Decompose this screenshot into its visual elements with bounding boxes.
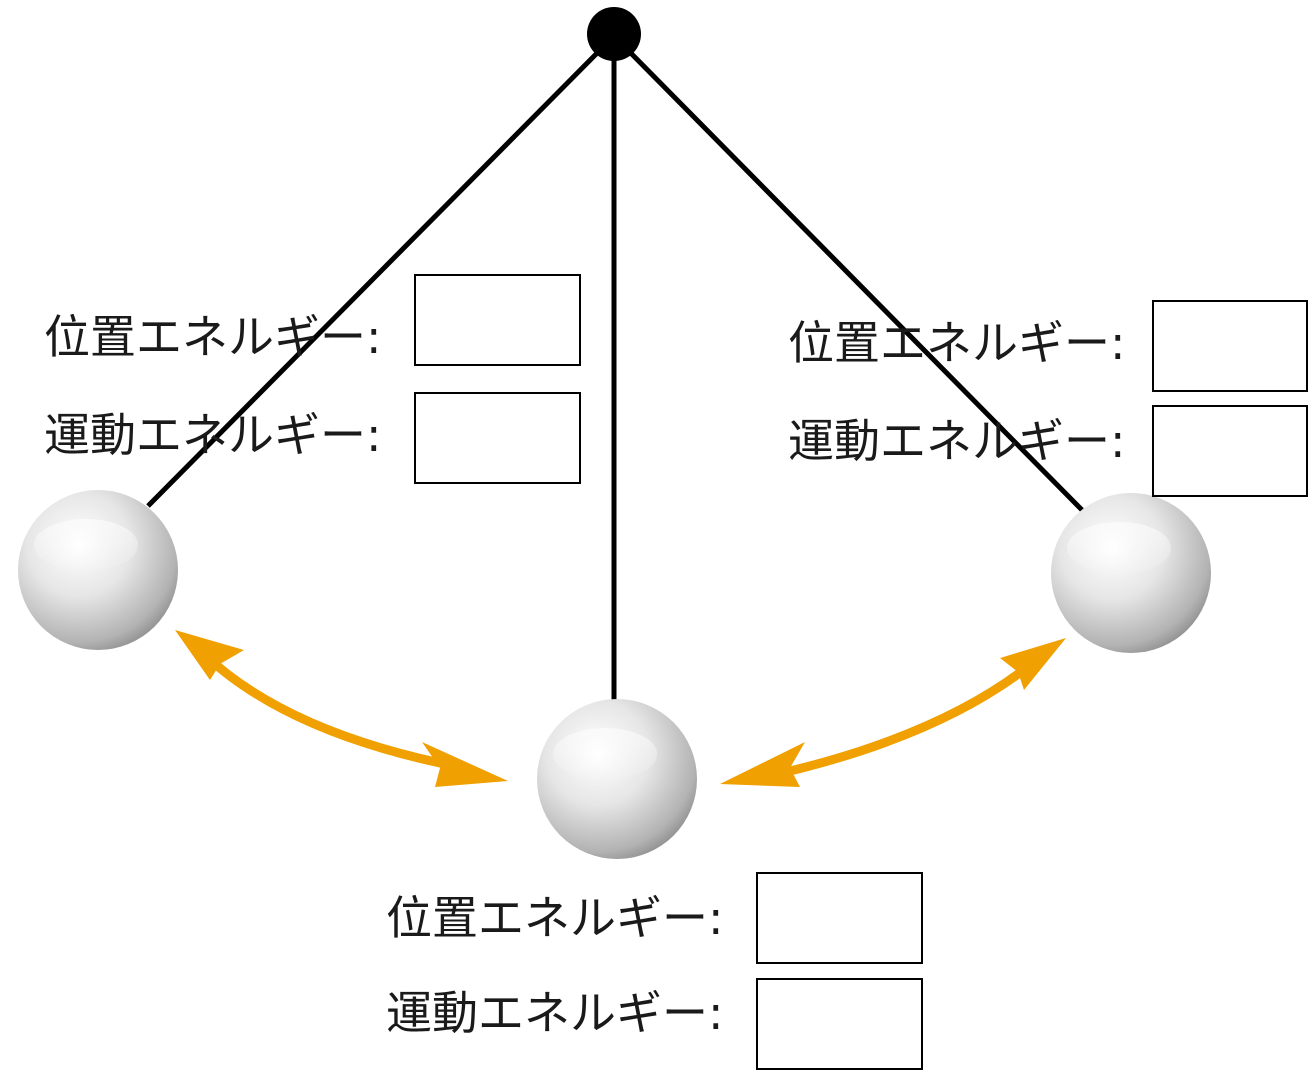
potential-energy-label-right: 位置エネルギー: — [788, 316, 1126, 370]
pendulum-ball-bottom — [537, 699, 697, 859]
potential-energy-box-right[interactable] — [1152, 300, 1308, 392]
string-right — [612, 34, 1084, 512]
kinetic-energy-label-bottom: 運動エネルギー: — [386, 986, 724, 1040]
kinetic-energy-label-left: 運動エネルギー: — [44, 408, 382, 462]
potential-energy-box-bottom[interactable] — [756, 872, 923, 964]
potential-energy-label-bottom: 位置エネルギー: — [386, 891, 724, 945]
kinetic-energy-label-right: 運動エネルギー: — [788, 414, 1126, 468]
kinetic-energy-box-left[interactable] — [414, 392, 581, 484]
swing-arrow-right — [720, 638, 1066, 787]
swing-arrow-left — [175, 630, 508, 787]
pendulum-ball-left — [18, 490, 178, 650]
pivot-point — [587, 7, 641, 61]
kinetic-energy-box-right[interactable] — [1152, 405, 1308, 497]
potential-energy-label-left: 位置エネルギー: — [44, 310, 382, 364]
pendulum-ball-right — [1051, 493, 1211, 653]
string-left — [146, 34, 616, 508]
potential-energy-box-left[interactable] — [414, 274, 581, 366]
kinetic-energy-box-bottom[interactable] — [756, 978, 923, 1070]
